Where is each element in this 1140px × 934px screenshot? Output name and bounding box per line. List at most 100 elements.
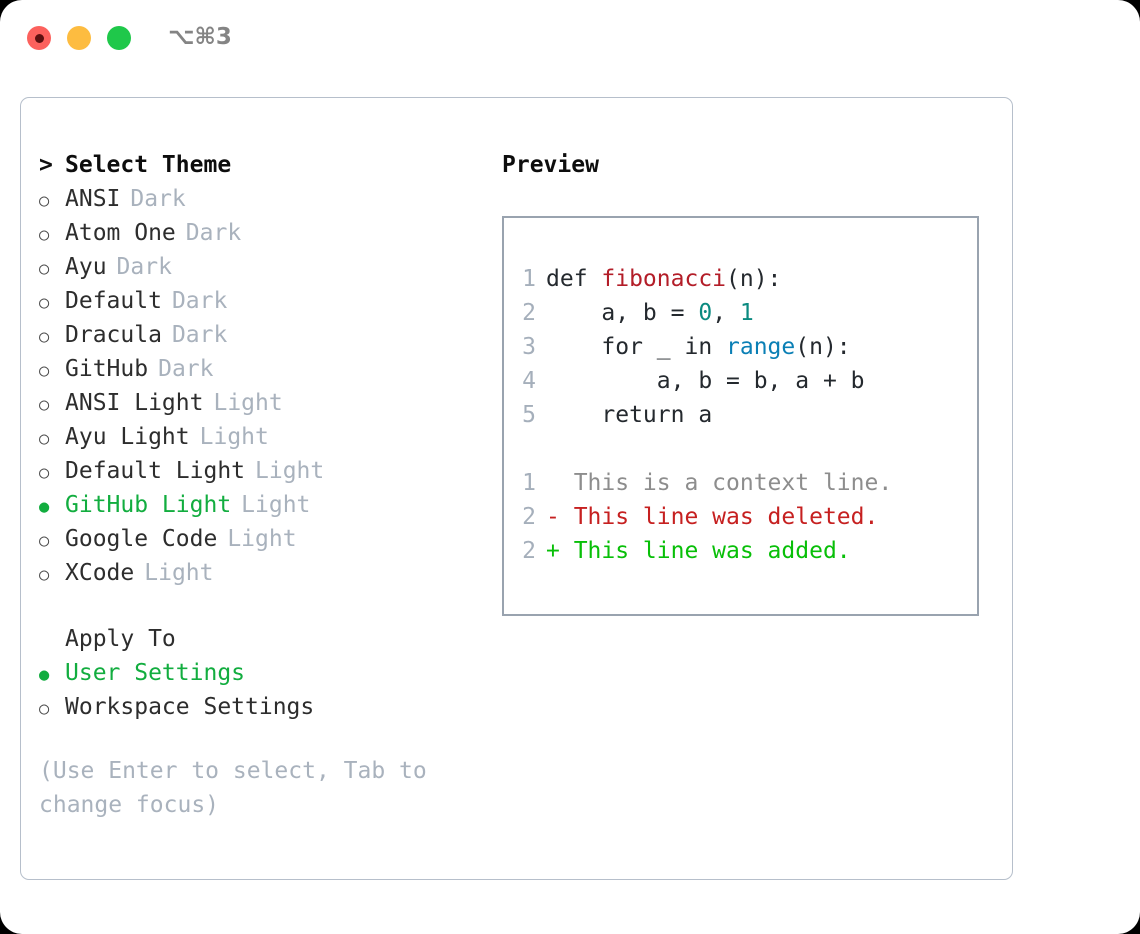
- line-number: 3: [522, 334, 536, 360]
- theme-list-item[interactable]: ○ Default Dark: [39, 284, 499, 318]
- theme-name: Ayu: [65, 254, 107, 280]
- code-token: (n):: [726, 266, 782, 292]
- theme-name: GitHub Light: [65, 492, 232, 518]
- apply-to-label: Apply To: [65, 626, 176, 652]
- line-number: 4: [522, 368, 536, 394]
- radio-selected-icon[interactable]: ●: [39, 497, 50, 517]
- line-number: 2: [522, 300, 536, 326]
- diff-line: 2 - This line was deleted.: [504, 500, 977, 534]
- caret-icon: >: [39, 152, 53, 178]
- theme-variant-badge: Dark: [130, 186, 186, 212]
- radio-empty-icon[interactable]: ○: [39, 259, 50, 279]
- apply-to-option-label: Workspace Settings: [65, 694, 315, 720]
- keyboard-shortcut-label: ⌥⌘3: [168, 24, 232, 50]
- theme-list-item[interactable]: ○ Dracula Dark: [39, 318, 499, 352]
- theme-variant-badge: Light: [144, 560, 214, 586]
- radio-empty-icon[interactable]: ○: [39, 463, 50, 483]
- maximize-button[interactable]: [107, 26, 131, 50]
- theme-list-item[interactable]: ○ Google Code Light: [39, 522, 499, 556]
- radio-empty-icon[interactable]: ○: [39, 327, 50, 347]
- theme-list-item[interactable]: ○ ANSI Light Light: [39, 386, 499, 420]
- apply-to-option[interactable]: ○ Workspace Settings: [39, 690, 499, 724]
- code-line: 2 a, b = 0, 1: [504, 296, 977, 330]
- theme-list-item[interactable]: ○ ANSI Dark: [39, 182, 499, 216]
- diff-text: This is a context line.: [546, 470, 893, 496]
- radio-empty-icon[interactable]: ○: [39, 531, 50, 551]
- theme-list-item[interactable]: ● GitHub Light Light: [39, 488, 499, 522]
- theme-picker-heading: > Select Theme: [39, 148, 499, 182]
- code-text: a, b = 0, 1: [546, 296, 754, 330]
- code-token: (n):: [795, 334, 851, 360]
- radio-empty-icon[interactable]: ○: [39, 429, 50, 449]
- theme-variant-badge: Dark: [171, 322, 228, 348]
- apply-to-heading: ○ Apply To: [39, 622, 499, 656]
- code-token: range: [726, 334, 796, 360]
- code-text: return a: [546, 398, 712, 432]
- code-line: 5 return a: [504, 398, 977, 432]
- theme-name: Default: [65, 288, 162, 314]
- radio-empty-icon[interactable]: ○: [39, 361, 50, 381]
- line-number: 5: [522, 402, 536, 428]
- code-text: a, b = b, a + b: [546, 364, 865, 398]
- theme-variant-badge: Dark: [158, 356, 214, 382]
- radio-empty-icon[interactable]: ○: [39, 225, 50, 245]
- code-token: for _ in: [546, 334, 727, 360]
- spacer: [39, 590, 499, 622]
- line-number: 2: [522, 504, 536, 530]
- radio-selected-icon[interactable]: ●: [39, 665, 50, 685]
- code-line: 3 for _ in range(n):: [504, 330, 977, 364]
- theme-variant-badge: Light: [241, 492, 311, 518]
- traffic-lights: [27, 26, 131, 50]
- minimize-button[interactable]: [67, 26, 91, 50]
- theme-variant-badge: Dark: [171, 288, 228, 314]
- apply-to-option[interactable]: ● User Settings: [39, 656, 499, 690]
- diff-line: 1 This is a context line.: [504, 466, 977, 500]
- code-token: fibonacci: [601, 266, 727, 292]
- line-number: 2: [522, 538, 536, 564]
- blank-marker-icon: ○: [39, 622, 65, 656]
- theme-name: Ayu Light: [65, 424, 190, 450]
- theme-name: ANSI: [65, 186, 121, 212]
- theme-variant-badge: Light: [213, 390, 283, 416]
- radio-empty-icon[interactable]: ○: [39, 699, 50, 719]
- radio-empty-icon[interactable]: ○: [39, 191, 50, 211]
- diff-block: 1 This is a context line. 2 - This line wa…: [504, 466, 977, 568]
- diff-text: - This line was deleted.: [546, 504, 879, 530]
- theme-name: Google Code: [65, 526, 218, 552]
- theme-name: GitHub: [65, 356, 149, 382]
- theme-list-item[interactable]: ○ Default Light Light: [39, 454, 499, 488]
- code-token: ,: [712, 300, 740, 326]
- radio-empty-icon[interactable]: ○: [39, 293, 50, 313]
- apply-to-options: ● User Settings ○ Workspace Settings: [39, 656, 499, 724]
- code-token: a, b =: [546, 300, 699, 326]
- code-token: 1: [739, 300, 754, 326]
- theme-name: Default Light: [65, 458, 246, 484]
- theme-variant-badge: Dark: [185, 220, 242, 246]
- theme-name: ANSI Light: [65, 390, 204, 416]
- theme-list-item[interactable]: ○ GitHub Dark: [39, 352, 499, 386]
- line-number: 1: [522, 470, 536, 496]
- close-button[interactable]: [27, 26, 51, 50]
- diff-text: + This line was added.: [546, 538, 851, 564]
- theme-name: Atom One: [65, 220, 176, 246]
- theme-variant-badge: Light: [227, 526, 297, 552]
- code-token: a, b = b, a + b: [546, 368, 865, 394]
- theme-list-item[interactable]: ○ Atom One Dark: [39, 216, 499, 250]
- theme-name: Dracula: [65, 322, 162, 348]
- radio-empty-icon[interactable]: ○: [39, 565, 50, 585]
- radio-empty-icon[interactable]: ○: [39, 395, 50, 415]
- apply-to-option-label: User Settings: [65, 660, 246, 686]
- line-number: 1: [522, 266, 536, 292]
- theme-variant-badge: Light: [255, 458, 325, 484]
